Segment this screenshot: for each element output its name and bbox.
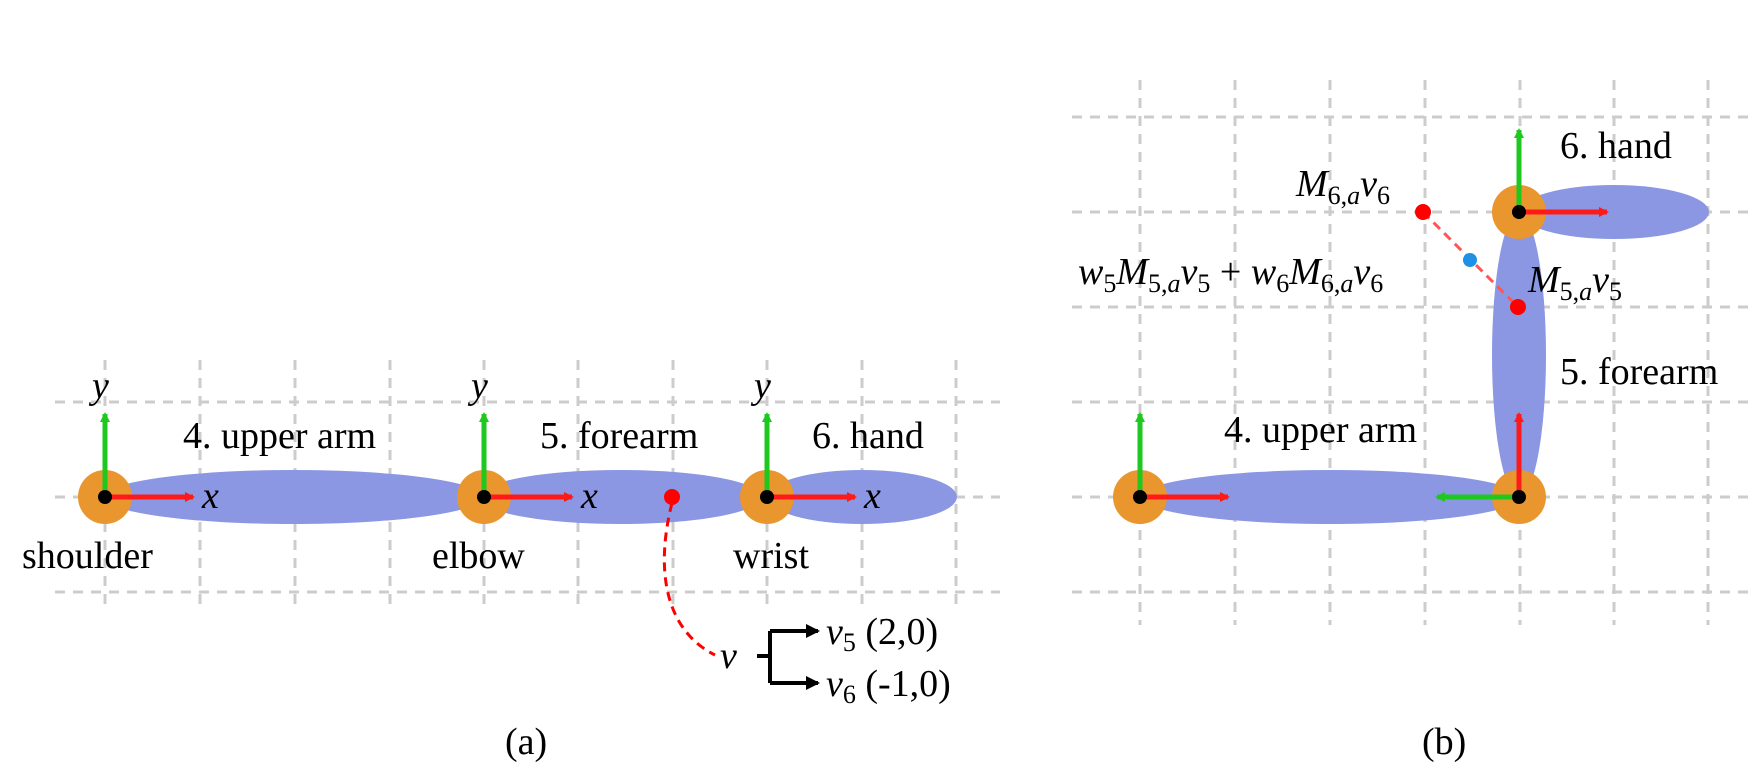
point-M6v6	[1415, 204, 1431, 220]
vertex-symbol: v	[720, 635, 737, 677]
vertex-v6-label: v6 (-1,0)	[826, 663, 951, 709]
bone-hand	[1519, 185, 1709, 239]
joint-label-elbow: elbow	[432, 535, 525, 577]
panel-a: y x y x y x 4. upper arm 5. forearm 6. h…	[22, 360, 1000, 763]
x-axis-label: x	[201, 475, 219, 517]
bone-label-forearm: 5. forearm	[1560, 351, 1718, 393]
wrist-joint	[1492, 128, 1609, 239]
elbow-joint	[457, 412, 574, 524]
bone-upper-arm	[1140, 470, 1520, 524]
shoulder-joint	[1113, 412, 1230, 524]
y-axis-label: y	[88, 365, 109, 407]
elbow-joint	[1435, 412, 1546, 524]
panel-b: 6. hand 5. forearm 4. upper arm M6,av6 M…	[1072, 80, 1752, 763]
caption-b: (b)	[1422, 721, 1466, 763]
bone-label-upper-arm: 4. upper arm	[183, 415, 376, 457]
point-blended	[1463, 253, 1477, 267]
bone-label-upper-arm: 4. upper arm	[1224, 409, 1417, 451]
bone-forearm	[1492, 213, 1546, 497]
bone-forearm	[478, 470, 762, 524]
point-M5v5	[1510, 299, 1526, 315]
y-axis-label: y	[750, 365, 771, 407]
vertex-leader	[662, 502, 716, 657]
shoulder-joint	[78, 412, 195, 524]
x-axis-label: x	[580, 475, 598, 517]
bone-label-hand: 6. hand	[812, 415, 924, 457]
vertex-v5-label: v5 (2,0)	[826, 611, 938, 657]
label-M5-v5: M5,av5	[1527, 259, 1622, 306]
joint-label-shoulder: shoulder	[22, 535, 153, 577]
bone-hand	[767, 470, 957, 524]
vertex-point	[664, 489, 680, 505]
label-blended: w5M5,av5 + w6M6,av6	[1078, 251, 1383, 298]
bone-label-hand: 6. hand	[1560, 125, 1672, 167]
label-M6-v6: M6,av6	[1295, 163, 1390, 210]
bracket-arrows	[757, 629, 810, 685]
y-axis-label: y	[467, 365, 488, 407]
wrist-joint	[740, 412, 857, 524]
caption-a: (a)	[505, 721, 547, 763]
joint-label-wrist: wrist	[733, 535, 809, 577]
x-axis-label: x	[863, 475, 881, 517]
bone-upper-arm	[103, 470, 483, 524]
bone-label-forearm: 5. forearm	[540, 415, 698, 457]
